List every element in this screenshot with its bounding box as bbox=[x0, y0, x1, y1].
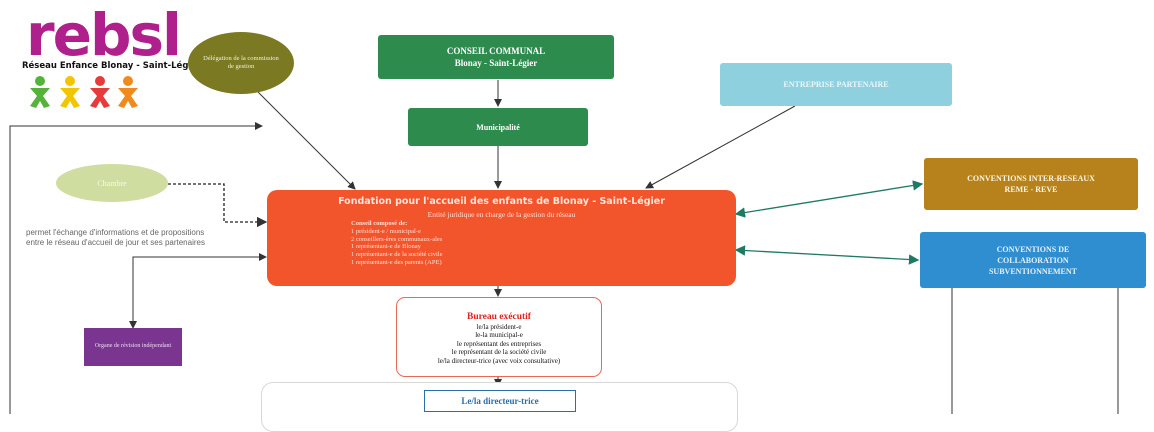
organe-revision-box: Organe de révision indépendant bbox=[84, 328, 182, 366]
bureau-title: Bureau exécutif bbox=[467, 311, 531, 322]
bureau-member: le/la président-e bbox=[476, 322, 522, 331]
municipalite-box: Municipalité bbox=[408, 108, 588, 146]
conseil-communal-subtitle: Blonay - Saint-Légier bbox=[454, 58, 538, 68]
conventions-reseaux-line2: REME - REVE bbox=[1004, 185, 1058, 194]
conseil-communal-title: CONSEIL COMMUNAL bbox=[446, 46, 546, 56]
chambre-description: permet l'échange d'informations et de pr… bbox=[26, 228, 266, 248]
arrow-fondation-reseaux bbox=[734, 180, 924, 218]
fondation-member: 2 conseillers-ères communaux-ales bbox=[351, 235, 443, 243]
bureau-member: le-la municipal-e bbox=[475, 331, 523, 340]
logo-wordmark: rebsl bbox=[26, 1, 182, 69]
fondation-member: 1 représentant-e des parents (APE) bbox=[351, 258, 442, 266]
arrow-delegation-fondation bbox=[257, 91, 356, 190]
fondation-member: 1 représentant-e de Blonay bbox=[351, 243, 421, 251]
people-figures-icon bbox=[30, 76, 138, 108]
fondation-subtitle: Entité juridique en charge de la gestion… bbox=[427, 210, 576, 219]
entreprise-partenaire-label: ENTREPRISE PARTENAIRE bbox=[783, 80, 889, 89]
logo: rebsl Réseau Enfance Blonay - Saint-Légi… bbox=[22, 1, 201, 110]
fondation-conseil-list: Conseil composé de: 1 président-e / muni… bbox=[351, 220, 443, 267]
logo-tagline: Réseau Enfance Blonay - Saint-Légier bbox=[22, 61, 202, 71]
conseil-communal-box: CONSEIL COMMUNAL Blonay - Saint-Légier bbox=[378, 35, 614, 79]
conventions-collab-line3: SUBVENTIONNEMENT bbox=[988, 266, 1077, 276]
conventions-collab-line1: CONVENTIONS DE bbox=[996, 244, 1070, 254]
chambre-description-line1: permet l'échange d'informations et de pr… bbox=[26, 228, 205, 237]
arrow-organe-fondation bbox=[129, 253, 267, 329]
conventions-inter-reseaux-box: CONVENTIONS INTER-RESEAUX REME - REVE bbox=[924, 158, 1138, 210]
connector-lines bbox=[9, 80, 1119, 414]
fondation-conseil-heading: Conseil composé de: bbox=[351, 220, 408, 227]
conventions-collab-line2: COLLABORATION bbox=[997, 255, 1069, 265]
arrow-fondation-collab bbox=[734, 245, 920, 265]
fondation-title: Fondation pour l'accueil des enfants de … bbox=[338, 196, 665, 207]
dotted-chambre-fondation bbox=[168, 183, 268, 228]
delegation-label: Délégation de la commission de gestion bbox=[203, 55, 279, 70]
municipalite-label: Municipalité bbox=[476, 122, 520, 132]
chambre-ellipse: Chambre bbox=[56, 164, 168, 202]
fondation-box: Fondation pour l'accueil des enfants de … bbox=[267, 190, 736, 286]
bureau-executif-box: Bureau exécutif le/la président-e le-la … bbox=[396, 297, 602, 377]
arrow-entreprise-fondation bbox=[645, 105, 796, 189]
bureau-member: le/la directeur-trice (avec voix consult… bbox=[437, 356, 561, 365]
conventions-reseaux-line1: CONVENTIONS INTER-RESEAUX bbox=[967, 174, 1095, 183]
fondation-member: 1 représentant-e de la société civile bbox=[351, 251, 443, 259]
chambre-description-line2: entre le réseau d'accueil de jour et ses… bbox=[26, 238, 205, 247]
organe-revision-label: Organe de révision indépendant bbox=[94, 343, 172, 350]
bureau-member: le représentant des entreprises bbox=[456, 339, 542, 348]
directeur-label: Le/la directeur-trice bbox=[461, 396, 539, 406]
bureau-member: le représentant de la société civile bbox=[451, 348, 547, 357]
delegation-ellipse: Délégation de la commission de gestion bbox=[188, 32, 294, 94]
entreprise-partenaire-box: ENTREPRISE PARTENAIRE bbox=[720, 63, 952, 106]
chambre-label: Chambre bbox=[97, 178, 127, 188]
loop-line bbox=[9, 122, 263, 414]
fondation-member: 1 président-e / municipal-e bbox=[351, 227, 421, 235]
directeur-box: Le/la directeur-trice bbox=[424, 390, 576, 412]
conventions-collaboration-box: CONVENTIONS DE COLLABORATION SUBVENTIONN… bbox=[920, 232, 1146, 288]
